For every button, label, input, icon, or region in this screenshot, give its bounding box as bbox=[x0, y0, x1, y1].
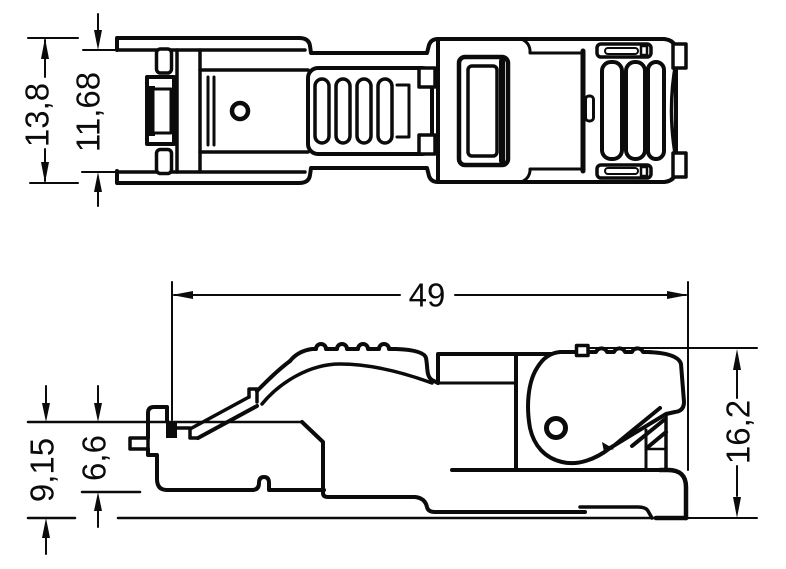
arrow-11-68-up bbox=[94, 172, 102, 192]
shield-window bbox=[151, 87, 173, 135]
side-slot-top-inner bbox=[604, 47, 639, 55]
side-view bbox=[26, 342, 690, 521]
thumb-pad-outline bbox=[288, 342, 440, 385]
lever-serration-wedge bbox=[602, 442, 614, 452]
pivot-hole bbox=[229, 100, 251, 122]
nose-block bbox=[146, 405, 169, 440]
front-step bbox=[175, 426, 200, 440]
lever-pivot-hole bbox=[544, 416, 568, 440]
boot-step bbox=[578, 505, 654, 520]
end-cap-notch-bottom bbox=[671, 151, 688, 179]
latch-tooth bbox=[247, 387, 259, 404]
lever-serration-1 bbox=[614, 406, 662, 446]
arrow-9-15-up bbox=[42, 518, 50, 538]
dim-label-overall-length: 49 bbox=[409, 277, 446, 314]
guide-nub-top bbox=[154, 47, 174, 75]
arrow-11-68-down bbox=[94, 30, 102, 50]
dimensions-top-view: 13,8 11,68 bbox=[19, 13, 118, 207]
boot-right-block bbox=[657, 467, 689, 521]
dim-label-rear-overall-height: 16,2 bbox=[720, 400, 757, 464]
nose-lip bbox=[128, 436, 150, 451]
body-front-outline bbox=[300, 420, 587, 514]
deck-tab bbox=[574, 343, 590, 358]
vent-slot-3 bbox=[646, 60, 666, 161]
dim-label-overall-height: 13,8 bbox=[19, 83, 56, 147]
arrow-49-left bbox=[172, 291, 193, 299]
arrow-16-2-down bbox=[733, 497, 741, 518]
arrow-49-right bbox=[667, 291, 688, 299]
lever-serration-2 bbox=[630, 418, 666, 448]
latch-arm-lower bbox=[196, 404, 259, 440]
grip-rib-3 bbox=[355, 77, 373, 145]
arrow-13-8-up bbox=[41, 38, 49, 59]
vent-slot-2 bbox=[624, 60, 647, 161]
vent-slot-1 bbox=[600, 60, 624, 161]
grip-rib-2 bbox=[334, 77, 352, 145]
lever-serration-3 bbox=[646, 430, 668, 449]
side-slot-bottom-tick bbox=[639, 165, 649, 178]
grip-tab-bottom bbox=[417, 133, 437, 156]
dim-label-front-overall-height: 9,15 bbox=[24, 438, 61, 502]
arrow-6-6-down bbox=[94, 403, 102, 422]
housing-outline-bottom bbox=[115, 166, 666, 185]
rear-inner-edge-bottom bbox=[519, 167, 582, 184]
latch-arm-inner-curve bbox=[260, 362, 434, 406]
arrow-16-2-up bbox=[733, 349, 741, 370]
dimensions-side-view: 49 9,15 6,6 16,2 bbox=[24, 277, 758, 555]
end-cap-edge bbox=[662, 37, 678, 184]
dim-label-body-height: 11,68 bbox=[70, 72, 107, 152]
top-view bbox=[115, 36, 688, 185]
arrow-6-6-up bbox=[94, 492, 102, 511]
end-cap-arc bbox=[669, 60, 678, 161]
grip-rib-1 bbox=[313, 77, 331, 145]
front-channel bbox=[146, 447, 326, 492]
grip-comb bbox=[395, 83, 411, 139]
clamp-frame-inner bbox=[466, 64, 499, 158]
housing-outline-top bbox=[115, 36, 666, 55]
plug-face-bar bbox=[166, 421, 177, 438]
side-slot-bottom-inner bbox=[604, 167, 639, 175]
dim-label-front-body-height: 6,6 bbox=[76, 435, 113, 481]
side-slot-top-tick bbox=[639, 44, 649, 57]
guide-nub-bottom bbox=[154, 147, 174, 176]
latch-arm-to-pad bbox=[255, 359, 292, 393]
deck-edge bbox=[436, 352, 578, 385]
latch-arm-upper bbox=[188, 395, 251, 431]
rear-nub bbox=[584, 94, 595, 123]
grip-rib-4 bbox=[376, 77, 394, 145]
rear-inner-edge-top bbox=[519, 37, 582, 55]
arrow-13-8-down bbox=[41, 162, 49, 183]
end-cap-notch-top bbox=[671, 42, 688, 70]
arrow-9-15-down bbox=[42, 403, 50, 422]
grip-tab-top bbox=[417, 66, 437, 89]
